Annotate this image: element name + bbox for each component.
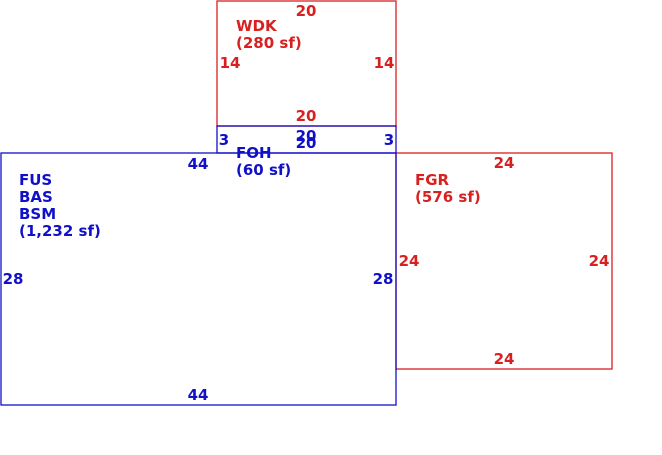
foh-dim-right: 3 [384, 131, 394, 149]
foh-area-line: (60 sf) [236, 161, 291, 179]
wdk-area: WDK (280 sf) 20 14 14 20 [216, 0, 397, 127]
wdk-dim-bottom: 20 [296, 107, 317, 125]
fgr-area-line: (576 sf) [415, 188, 481, 206]
main-dim-left: 28 [3, 270, 24, 288]
wdk-dim-left: 14 [220, 54, 241, 72]
main-label-bas: BAS [19, 188, 53, 206]
foh-dim-left: 3 [219, 131, 229, 149]
main-label-bsm: BSM [19, 205, 56, 223]
foh-dim-bottom: 20 [296, 134, 317, 152]
fgr-dim-right: 24 [589, 252, 610, 270]
wdk-label-line: WDK [236, 17, 278, 35]
wdk-area-line: (280 sf) [236, 34, 302, 52]
main-dim-top: 44 [188, 155, 209, 173]
wdk-dim-top: 20 [296, 2, 317, 20]
fgr-dim-bottom: 24 [494, 350, 515, 368]
foh-dim-top: 20 [296, 127, 317, 145]
main-label-fus: FUS [19, 171, 52, 189]
fgr-area: FGR (576 sf) 24 24 24 24 [395, 152, 613, 370]
fgr-dim-top: 24 [494, 154, 515, 172]
main-dim-bottom: 44 [188, 386, 209, 404]
main-outline [0, 152, 397, 406]
fgr-dim-left: 24 [399, 252, 420, 270]
main-dim-right: 28 [373, 270, 394, 288]
main-area: FUS BAS BSM (1,232 sf) 44 28 28 44 [0, 152, 397, 406]
main-area-line: (1,232 sf) [19, 222, 101, 240]
wdk-dim-right: 14 [374, 54, 395, 72]
fgr-label-line: FGR [415, 171, 450, 189]
